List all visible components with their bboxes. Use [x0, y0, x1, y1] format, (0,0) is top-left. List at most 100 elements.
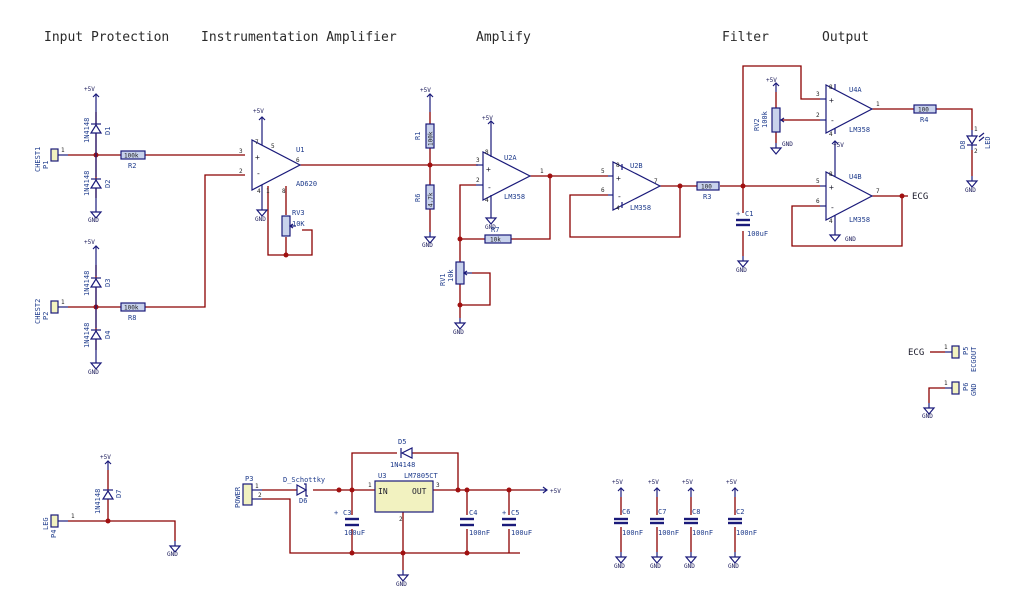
- svg-text:1: 1: [540, 168, 544, 175]
- svg-text:GND: GND: [922, 413, 933, 420]
- svg-text:5: 5: [816, 178, 820, 185]
- svg-text:4: 4: [485, 197, 489, 204]
- svg-text:R3: R3: [703, 193, 711, 201]
- svg-text:GND: GND: [255, 216, 266, 223]
- svg-text:8: 8: [829, 171, 833, 178]
- svg-text:U3: U3: [378, 472, 386, 480]
- svg-text:10K: 10K: [292, 220, 305, 228]
- svg-text:CHEST1: CHEST1: [34, 147, 42, 172]
- opamp-u1: + - +5V GND 7 4 3 2 6 1 8 5 U1 AD620: [239, 108, 317, 223]
- heading-instrumentation-amplifier: Instrumentation Amplifier: [201, 30, 397, 45]
- svg-text:1N4148: 1N4148: [83, 118, 91, 143]
- resistor-r6: 4.7k R6 GND: [414, 184, 436, 249]
- svg-text:1: 1: [61, 147, 65, 154]
- svg-text:1N4148: 1N4148: [94, 489, 102, 514]
- svg-text:2: 2: [974, 148, 978, 155]
- svg-text:RV1: RV1: [439, 273, 447, 286]
- svg-text:U2A: U2A: [504, 154, 517, 162]
- diode-d5: D5 1N4148: [390, 438, 415, 469]
- svg-text:1: 1: [876, 101, 880, 108]
- svg-text:+5V: +5V: [766, 77, 777, 84]
- svg-text:GND: GND: [782, 141, 793, 148]
- svg-text:1: 1: [368, 482, 372, 489]
- pot-rv1: RV1 10k GND: [439, 261, 472, 336]
- svg-text:100uF: 100uF: [747, 230, 768, 238]
- svg-text:-: -: [830, 116, 835, 125]
- svg-text:+5V: +5V: [550, 488, 561, 495]
- svg-text:100k: 100k: [428, 131, 435, 146]
- svg-text:GND: GND: [684, 563, 695, 570]
- svg-text:3: 3: [239, 148, 243, 155]
- svg-text:LM358: LM358: [849, 216, 870, 224]
- net-label-ecg: ECG: [912, 192, 928, 202]
- svg-text:LED: LED: [984, 136, 992, 149]
- svg-text:100uF: 100uF: [511, 529, 532, 537]
- svg-text:OUT: OUT: [412, 487, 427, 496]
- svg-text:-: -: [256, 169, 261, 178]
- svg-text:GND: GND: [965, 187, 976, 194]
- svg-text:-: -: [487, 183, 492, 192]
- pot-rv2: +5V RV2 100k GND: [753, 77, 793, 155]
- svg-text:6: 6: [816, 198, 820, 205]
- svg-text:GND: GND: [396, 581, 407, 588]
- regulator-u3: IN OUT U3 LM7805CT 1 3 2 GND: [368, 472, 440, 588]
- svg-text:+5V: +5V: [420, 87, 431, 94]
- diode-d4: GND 1N4148 D4: [83, 307, 112, 376]
- svg-text:+: +: [616, 174, 621, 183]
- svg-text:C1: C1: [745, 210, 753, 218]
- svg-text:8: 8: [829, 84, 833, 91]
- heading-amplify: Amplify: [476, 30, 531, 45]
- svg-text:100k: 100k: [124, 153, 139, 160]
- capacitor-c5: + C5 100uF: [502, 509, 532, 537]
- svg-text:10k: 10k: [447, 269, 455, 282]
- led-d8: 1 2 D8 LED GND: [959, 126, 992, 194]
- svg-text:R2: R2: [128, 162, 136, 170]
- svg-text:+: +: [334, 509, 338, 517]
- svg-text:2: 2: [476, 177, 480, 184]
- svg-text:D6: D6: [299, 497, 307, 505]
- svg-text:+5V: +5V: [726, 479, 737, 486]
- svg-text:GND: GND: [845, 236, 856, 243]
- svg-text:R4: R4: [920, 116, 928, 124]
- svg-text:GND: GND: [453, 329, 464, 336]
- opamp-u4b: + - +5V GND 5 6 7 8 4 U4B LM358: [816, 140, 880, 243]
- svg-text:1: 1: [974, 126, 978, 133]
- opamp-u2a: + - +5V GND 3 2 1 8 4 U2A LM358: [476, 115, 544, 231]
- svg-text:C7: C7: [658, 508, 666, 516]
- capacitor-c1: + C1 100uF GND: [736, 210, 768, 274]
- svg-text:GND: GND: [728, 563, 739, 570]
- svg-text:1: 1: [944, 344, 948, 351]
- svg-text:10k: 10k: [490, 237, 501, 244]
- svg-text:+: +: [829, 183, 834, 192]
- svg-text:2: 2: [258, 492, 262, 499]
- svg-text:+5V: +5V: [833, 142, 844, 149]
- svg-text:8: 8: [282, 188, 286, 195]
- pot-rv3: RV3 10K: [281, 209, 305, 237]
- svg-text:ECG: ECG: [908, 348, 924, 358]
- svg-text:8: 8: [616, 162, 620, 169]
- opamp-u4a: + - 3 2 1 8 4 U4A LM358: [816, 84, 880, 138]
- svg-text:6: 6: [296, 157, 300, 164]
- svg-text:GND: GND: [88, 217, 99, 224]
- svg-text:U4B: U4B: [849, 173, 862, 181]
- svg-text:6: 6: [601, 187, 605, 194]
- heading-output: Output: [822, 30, 869, 45]
- svg-text:+5V: +5V: [482, 115, 493, 122]
- svg-text:5: 5: [601, 168, 605, 175]
- connector-p2: 1 CHEST2 P2: [34, 299, 68, 324]
- svg-text:R8: R8: [128, 314, 136, 322]
- svg-text:D2: D2: [104, 180, 112, 188]
- diode-d2: GND 1N4148 D2: [83, 155, 112, 224]
- svg-text:+5V: +5V: [253, 108, 264, 115]
- heading-input-protection: Input Protection: [44, 30, 169, 45]
- svg-text:GND: GND: [88, 369, 99, 376]
- svg-text:100: 100: [701, 184, 712, 191]
- svg-text:+: +: [736, 210, 740, 218]
- resistor-r3: 100 R3: [696, 181, 720, 201]
- resistor-r1: +5V 100k R1: [414, 87, 435, 149]
- svg-text:5: 5: [271, 143, 275, 150]
- svg-text:+5V: +5V: [682, 479, 693, 486]
- svg-text:+: +: [502, 509, 506, 517]
- svg-text:3: 3: [476, 157, 480, 164]
